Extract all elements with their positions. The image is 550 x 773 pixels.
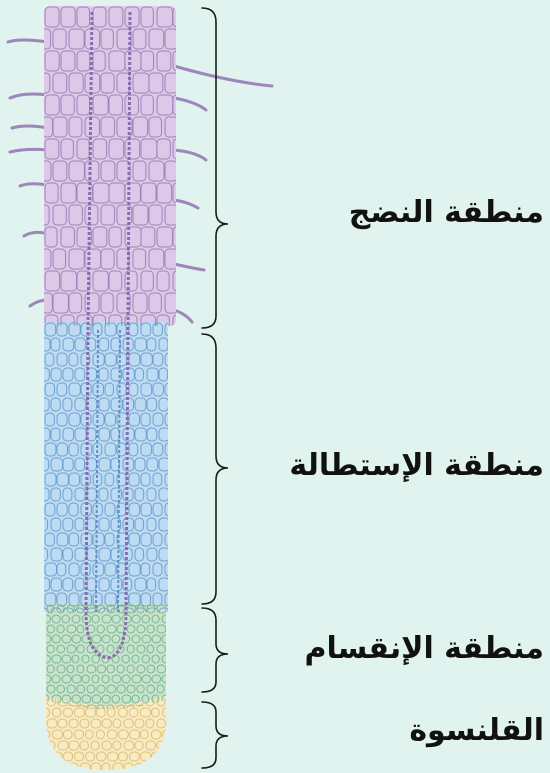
root-hair-icon	[174, 310, 192, 322]
cell	[157, 763, 167, 772]
cell	[163, 752, 171, 761]
root-hair-icon	[174, 264, 204, 270]
maturation-zone-body	[44, 6, 176, 326]
root-hair-icon	[8, 40, 48, 42]
root-hair-icon	[12, 126, 48, 128]
curly-brace-icon	[202, 608, 228, 692]
root-hair-icon	[174, 150, 206, 160]
root-hair-icon	[10, 149, 48, 152]
cell	[146, 763, 156, 772]
root-hair-icon	[10, 94, 48, 98]
root-hair-icon	[174, 200, 198, 208]
root-hair-icon	[20, 184, 48, 186]
curly-brace-icon	[202, 8, 228, 328]
maturation-zone-label: منطقة النضج	[349, 198, 544, 228]
elongation-zone-label: منطقة الإستطالة	[289, 451, 544, 481]
root-cap-label: القلنسوة	[409, 716, 544, 746]
cell	[47, 763, 57, 772]
division-zone-label: منطقة الإنقسام	[304, 634, 544, 664]
root-hair-icon	[174, 98, 206, 110]
cell	[42, 752, 50, 761]
cell	[58, 763, 68, 772]
cell	[152, 752, 160, 761]
root-hair-icon	[174, 66, 272, 86]
division-zone-body	[46, 604, 166, 709]
curly-brace-icon	[202, 334, 228, 604]
zone-braces	[202, 8, 228, 768]
curly-brace-icon	[202, 702, 228, 768]
